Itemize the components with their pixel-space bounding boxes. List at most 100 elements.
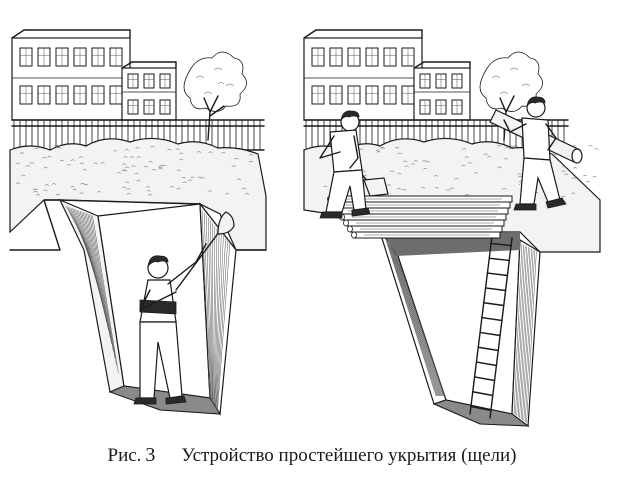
soil-texture [131, 165, 136, 167]
soil-texture [375, 149, 381, 152]
soil-texture [497, 166, 502, 169]
wall-hatching [82, 212, 109, 330]
trench-covered [379, 231, 541, 428]
wall-hatching [89, 214, 116, 359]
soil-texture [508, 148, 514, 150]
soil-texture [33, 145, 39, 148]
soil-texture [421, 186, 426, 189]
tree-left [183, 51, 247, 141]
wall-hatching [213, 227, 218, 406]
ladder-rung [486, 272, 509, 277]
soil-texture [397, 152, 403, 155]
soil-texture [468, 162, 473, 164]
soil-texture [70, 186, 75, 188]
soil-texture [517, 173, 522, 175]
soil-texture [54, 144, 59, 147]
soil-texture [116, 172, 122, 174]
soil-texture [207, 190, 212, 192]
soil-texture [179, 158, 184, 161]
wall-hatching [393, 248, 444, 397]
wall-hatching [391, 246, 443, 397]
soil-texture [404, 165, 409, 168]
wall-hatching [389, 243, 440, 397]
soil-texture [34, 148, 39, 150]
soil-texture [176, 188, 181, 190]
soil-texture [35, 194, 41, 196]
soil-texture [561, 195, 566, 198]
soil-texture [175, 148, 180, 151]
soil-texture [151, 169, 157, 171]
wall-hatching [513, 243, 523, 415]
soil-texture [592, 176, 597, 178]
log-end [351, 231, 357, 239]
soil-texture [25, 165, 30, 167]
soil-texture [147, 194, 153, 196]
soil-texture [197, 176, 203, 179]
soil-texture [513, 145, 518, 147]
soil-texture [464, 156, 469, 158]
ladder-rung [479, 331, 501, 337]
soil-texture [121, 163, 127, 166]
soil-texture [80, 183, 85, 185]
wall-hatching [524, 250, 536, 423]
soil-texture [96, 191, 102, 193]
ladder-rung [488, 257, 510, 262]
wall-hatching [387, 241, 438, 397]
soil-texture [433, 175, 439, 177]
soil-texture [403, 160, 408, 163]
soil-texture [15, 162, 20, 165]
soil-texture [236, 178, 242, 181]
soil-texture [158, 168, 163, 170]
wall-hatching [81, 211, 107, 323]
wall-hatching [201, 209, 211, 399]
soil-texture [224, 193, 230, 195]
soil-texture [413, 160, 418, 162]
ladder-rung [477, 346, 499, 352]
building-left-small [121, 61, 177, 121]
soil-texture [503, 158, 508, 160]
soil-texture [179, 152, 184, 155]
wall-hatching [210, 220, 213, 403]
soil-texture [248, 154, 254, 156]
soil-texture [422, 160, 427, 162]
soil-texture [70, 159, 75, 161]
ladder-rung [470, 405, 492, 412]
soil-texture [509, 145, 515, 148]
soil-texture [146, 190, 151, 192]
soil-texture [221, 152, 226, 154]
soil-texture [43, 166, 48, 169]
panel-digging [9, 29, 267, 416]
trench-shelter-illustration [9, 29, 601, 428]
soil-texture [42, 156, 47, 159]
soil-texture [82, 169, 87, 171]
wall-hatching [84, 212, 111, 337]
soil-texture [78, 156, 84, 159]
soil-texture [55, 194, 61, 196]
soil-texture [47, 155, 52, 158]
figure-caption: Рис. 3 Устройство простейшего укрытия (щ… [0, 444, 624, 474]
soil-texture [323, 185, 328, 188]
soil-texture [79, 192, 84, 195]
soil-texture [462, 148, 467, 150]
wall-hatching [85, 213, 112, 344]
wall-hatching [79, 210, 106, 316]
soil-texture [594, 148, 599, 150]
wall-hatching [520, 247, 531, 420]
soil-texture [124, 149, 129, 151]
soil-texture [397, 172, 402, 175]
soil-texture [32, 188, 38, 191]
soil-texture [143, 165, 149, 168]
soil-texture [59, 159, 65, 162]
wall-hatching [523, 249, 534, 422]
soil-texture [379, 147, 384, 149]
soil-texture [170, 186, 175, 188]
ladder-rung [473, 376, 496, 382]
soil-texture [121, 186, 127, 189]
ladder [469, 235, 513, 419]
soil-texture [505, 146, 510, 149]
wall-hatching [87, 213, 114, 352]
panel-covering [303, 29, 601, 428]
wall-hatching [216, 240, 228, 411]
log-end [343, 219, 349, 227]
soil-texture [231, 165, 237, 167]
